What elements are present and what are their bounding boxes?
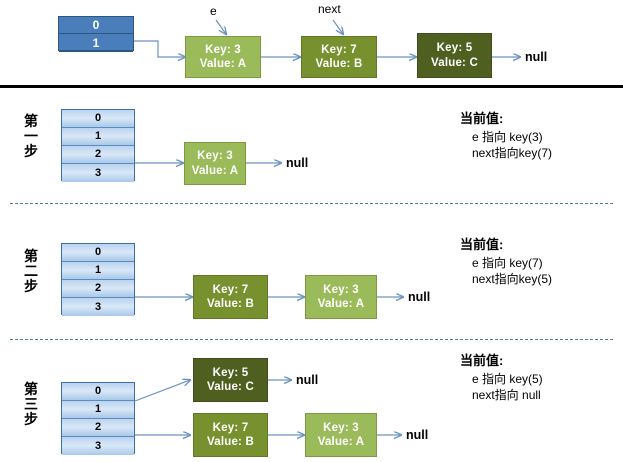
node-value: Value: A [317,298,365,310]
bucket-cell: 2 [62,419,134,437]
bucket-cell: 1 [59,34,133,52]
bucket-cell: 1 [62,128,134,146]
note-line: e 指向 key(5) [472,372,543,386]
bucket-cell: 2 [62,280,134,298]
node-key: Key: 7 [212,283,249,296]
bucket-cell: 0 [62,110,134,128]
list-node: Key: 3 Value: A [185,36,261,78]
step-label-char: 步 [24,143,38,160]
node-key: Key: 3 [323,421,359,434]
note-line: e 指向 key(7) [472,256,543,270]
step-label-char: 第 [24,113,38,129]
hash-bucket-array-step3: 0 1 2 3 [61,382,135,455]
node-value: Value: B [207,298,254,310]
section-divider-dashed [10,339,613,340]
list-node: Key: 7 Value: B [193,275,268,319]
step-label-1: 第 一 步 [22,113,40,160]
step-label-char: 一 [24,128,38,145]
step-label-2: 第 二 步 [22,248,40,295]
hash-bucket-array-step2: 0 1 2 3 [61,243,135,316]
step-label-char: 第 [24,248,38,264]
bucket-cell: 3 [62,164,134,182]
bucket-cell: 3 [62,298,134,316]
hash-bucket-array-step1: 0 1 2 3 [61,109,135,182]
step-label-char: 第 [24,381,38,397]
bucket-cell: 3 [62,437,134,455]
note-line: e 指向 key(3) [472,130,543,144]
hash-bucket-array-top: 0 1 [58,16,134,52]
step-label-char: 步 [24,278,38,295]
bucket-cell: 0 [59,17,133,34]
node-key: Key: 7 [321,43,357,56]
bucket-cell: 1 [62,401,134,419]
null-terminator: null [525,50,548,64]
note-line: next指向key(7) [472,146,553,161]
bucket-cell: 1 [62,262,134,280]
list-node: Key: 3 Value: A [305,275,377,319]
null-terminator: null [408,290,431,304]
list-node: Key: 5 Value: C [193,358,268,402]
node-value: Value: A [191,164,239,177]
null-terminator: null [406,428,429,442]
note-title: 当前值: [460,237,504,252]
step-label-char: 步 [24,411,38,428]
node-key: Key: 3 [205,43,241,56]
list-node: Key: 3 Value: A [184,142,246,185]
pointer-label-next: next [318,2,341,16]
node-key: Key: 3 [323,283,359,296]
node-value: Value: A [199,58,247,70]
node-value: Value: B [207,436,254,448]
node-key: Key: 5 [212,366,249,379]
null-terminator: null [286,156,309,170]
node-value: Value: A [317,436,365,448]
section-divider-solid [0,85,623,88]
step-label-3: 第 三 步 [22,381,40,428]
note-title: 当前值: [460,353,504,368]
node-key: Key: 3 [197,150,233,163]
list-node: Key: 7 Value: B [193,413,268,457]
node-value: Value: C [207,381,254,393]
step-note-3: 当前值: e 指向 key(5) next指向 null [460,350,543,403]
bucket-cell: 0 [62,383,134,401]
step-note-1: 当前值: e 指向 key(3) next指向key(7) [460,108,552,161]
bucket-cell: 0 [62,244,134,262]
list-node: Key: 7 Value: B [301,36,377,78]
bucket-cell: 2 [62,146,134,164]
note-line: next指向key(5) [472,272,553,287]
list-node: Key: 3 Value: A [305,413,377,457]
step-note-2: 当前值: e 指向 key(7) next指向key(5) [460,234,552,287]
node-value: Value: C [431,56,478,69]
node-key: Key: 7 [212,421,249,434]
pointer-label-e: e [210,4,217,18]
null-terminator: null [296,373,319,387]
step-label-char: 二 [24,263,38,280]
node-value: Value: B [315,58,363,70]
section-divider-dashed [10,203,613,204]
list-node: Key: 5 Value: C [417,33,492,78]
node-key: Key: 5 [436,42,473,55]
note-line: next指向 null [472,388,541,403]
step-label-char: 三 [24,396,38,413]
note-title: 当前值: [460,111,504,126]
